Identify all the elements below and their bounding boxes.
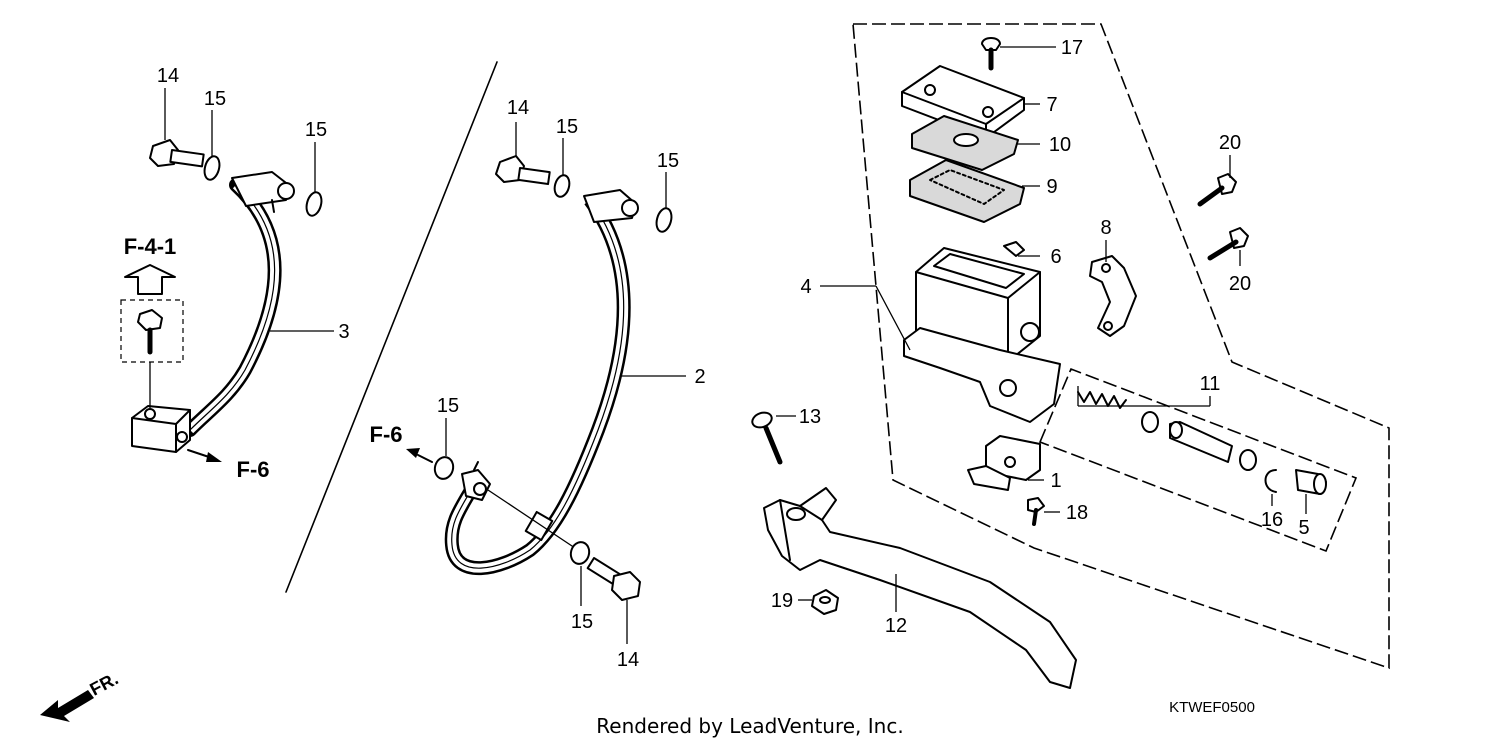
sealing-washer-mid-b bbox=[655, 207, 673, 233]
f6-arrow-mid-icon bbox=[406, 448, 433, 463]
brake-fluid-level-window bbox=[1003, 241, 1025, 257]
section-divider bbox=[285, 61, 498, 593]
callout-7: 7 bbox=[1046, 94, 1057, 116]
brake-lever bbox=[763, 487, 1077, 689]
callout-20-upper: 20 bbox=[1219, 132, 1241, 154]
banjo-fitting-left bbox=[231, 171, 295, 213]
bolt-20-upper bbox=[1197, 173, 1237, 207]
leader-lines bbox=[164, 46, 1307, 644]
sealing-washer-mid-a bbox=[553, 174, 571, 198]
callout-14-left: 14 bbox=[157, 65, 179, 87]
callout-12: 12 bbox=[885, 615, 907, 637]
callout-9: 9 bbox=[1046, 176, 1057, 198]
diaphragm bbox=[909, 159, 1025, 223]
callout-18: 18 bbox=[1066, 502, 1088, 524]
sealing-washer-mid-c bbox=[433, 456, 455, 480]
reference-bolt-box bbox=[120, 299, 184, 363]
callout-10: 10 bbox=[1049, 134, 1071, 156]
hose-clamp-band bbox=[524, 510, 554, 542]
callout-11: 11 bbox=[1200, 373, 1221, 395]
f41-arrow-icon bbox=[124, 264, 176, 295]
callout-6: 6 bbox=[1050, 246, 1061, 268]
sealing-washer-left-a bbox=[203, 155, 221, 181]
piston-boot bbox=[1295, 469, 1327, 495]
banjo-bolt-left bbox=[149, 139, 205, 168]
ref-f-6-left: F-6 bbox=[237, 457, 270, 482]
ref-f-4-1: F-4-1 bbox=[124, 234, 177, 259]
snap-ring bbox=[1264, 469, 1277, 493]
master-cylinder-group-boundary bbox=[852, 23, 1390, 670]
secondary-cup bbox=[1239, 449, 1257, 471]
diagram-code: KTWEF0500 bbox=[1169, 699, 1255, 716]
reservoir-cap bbox=[901, 65, 1025, 139]
banjo-bolt-right-lower bbox=[586, 556, 641, 601]
f6-arrow-left-icon bbox=[187, 449, 222, 462]
callout-15-left-b: 15 bbox=[305, 119, 327, 141]
lever-pivot-holder bbox=[1089, 255, 1137, 337]
banjo-bolt-right-upper bbox=[495, 155, 551, 186]
piston bbox=[1169, 421, 1233, 463]
sealing-washer-mid-d bbox=[569, 541, 591, 565]
switch-screw bbox=[1027, 497, 1045, 526]
callout-16: 16 bbox=[1261, 509, 1283, 531]
piston-kit-group-boundary bbox=[1038, 367, 1358, 553]
brake-hose-right bbox=[444, 195, 631, 576]
brake-hose-left bbox=[183, 178, 282, 437]
callout-20-lower: 20 bbox=[1229, 273, 1251, 295]
banjo-fitting-right-lower bbox=[461, 461, 491, 501]
callout-5: 5 bbox=[1298, 517, 1309, 539]
reference-bolt bbox=[137, 309, 163, 355]
callout-4: 4 bbox=[800, 276, 811, 298]
callout-15-mid-b: 15 bbox=[657, 150, 679, 172]
ref-f-6-mid: F-6 bbox=[370, 422, 403, 447]
callout-15-mid-d: 15 bbox=[571, 611, 593, 633]
callout-14-mid-top: 14 bbox=[507, 97, 529, 119]
pivot-nut bbox=[811, 589, 839, 615]
callout-3: 3 bbox=[338, 321, 349, 343]
front-arrow-icon bbox=[40, 690, 94, 722]
primary-cup bbox=[1141, 411, 1159, 433]
callout-14-mid-bottom: 14 bbox=[617, 649, 639, 671]
master-cylinder-body bbox=[903, 247, 1061, 423]
bolt-20-lower bbox=[1207, 227, 1249, 261]
callout-2: 2 bbox=[694, 366, 705, 388]
callout-19: 19 bbox=[771, 590, 793, 612]
callout-15-left-a: 15 bbox=[204, 88, 226, 110]
front-label: FR. bbox=[87, 668, 122, 699]
lever-pivot-bolt bbox=[751, 411, 783, 465]
render-credit: Rendered by LeadVenture, Inc. bbox=[596, 714, 904, 738]
reservoir-screw bbox=[981, 37, 1001, 71]
hose-joint-block bbox=[131, 405, 191, 453]
piston-spring bbox=[1077, 391, 1127, 409]
callout-1: 1 bbox=[1050, 470, 1061, 492]
callout-17: 17 bbox=[1061, 37, 1083, 59]
callout-15-mid-c: 15 bbox=[437, 395, 459, 417]
callout-8: 8 bbox=[1100, 217, 1111, 239]
callout-15-mid-a: 15 bbox=[556, 116, 578, 138]
diaphragm-plate bbox=[911, 115, 1019, 171]
banjo-fitting-right-upper bbox=[583, 189, 639, 223]
callout-13: 13 bbox=[799, 406, 821, 428]
brake-switch bbox=[967, 435, 1041, 491]
sealing-washer-left-b bbox=[305, 191, 323, 217]
